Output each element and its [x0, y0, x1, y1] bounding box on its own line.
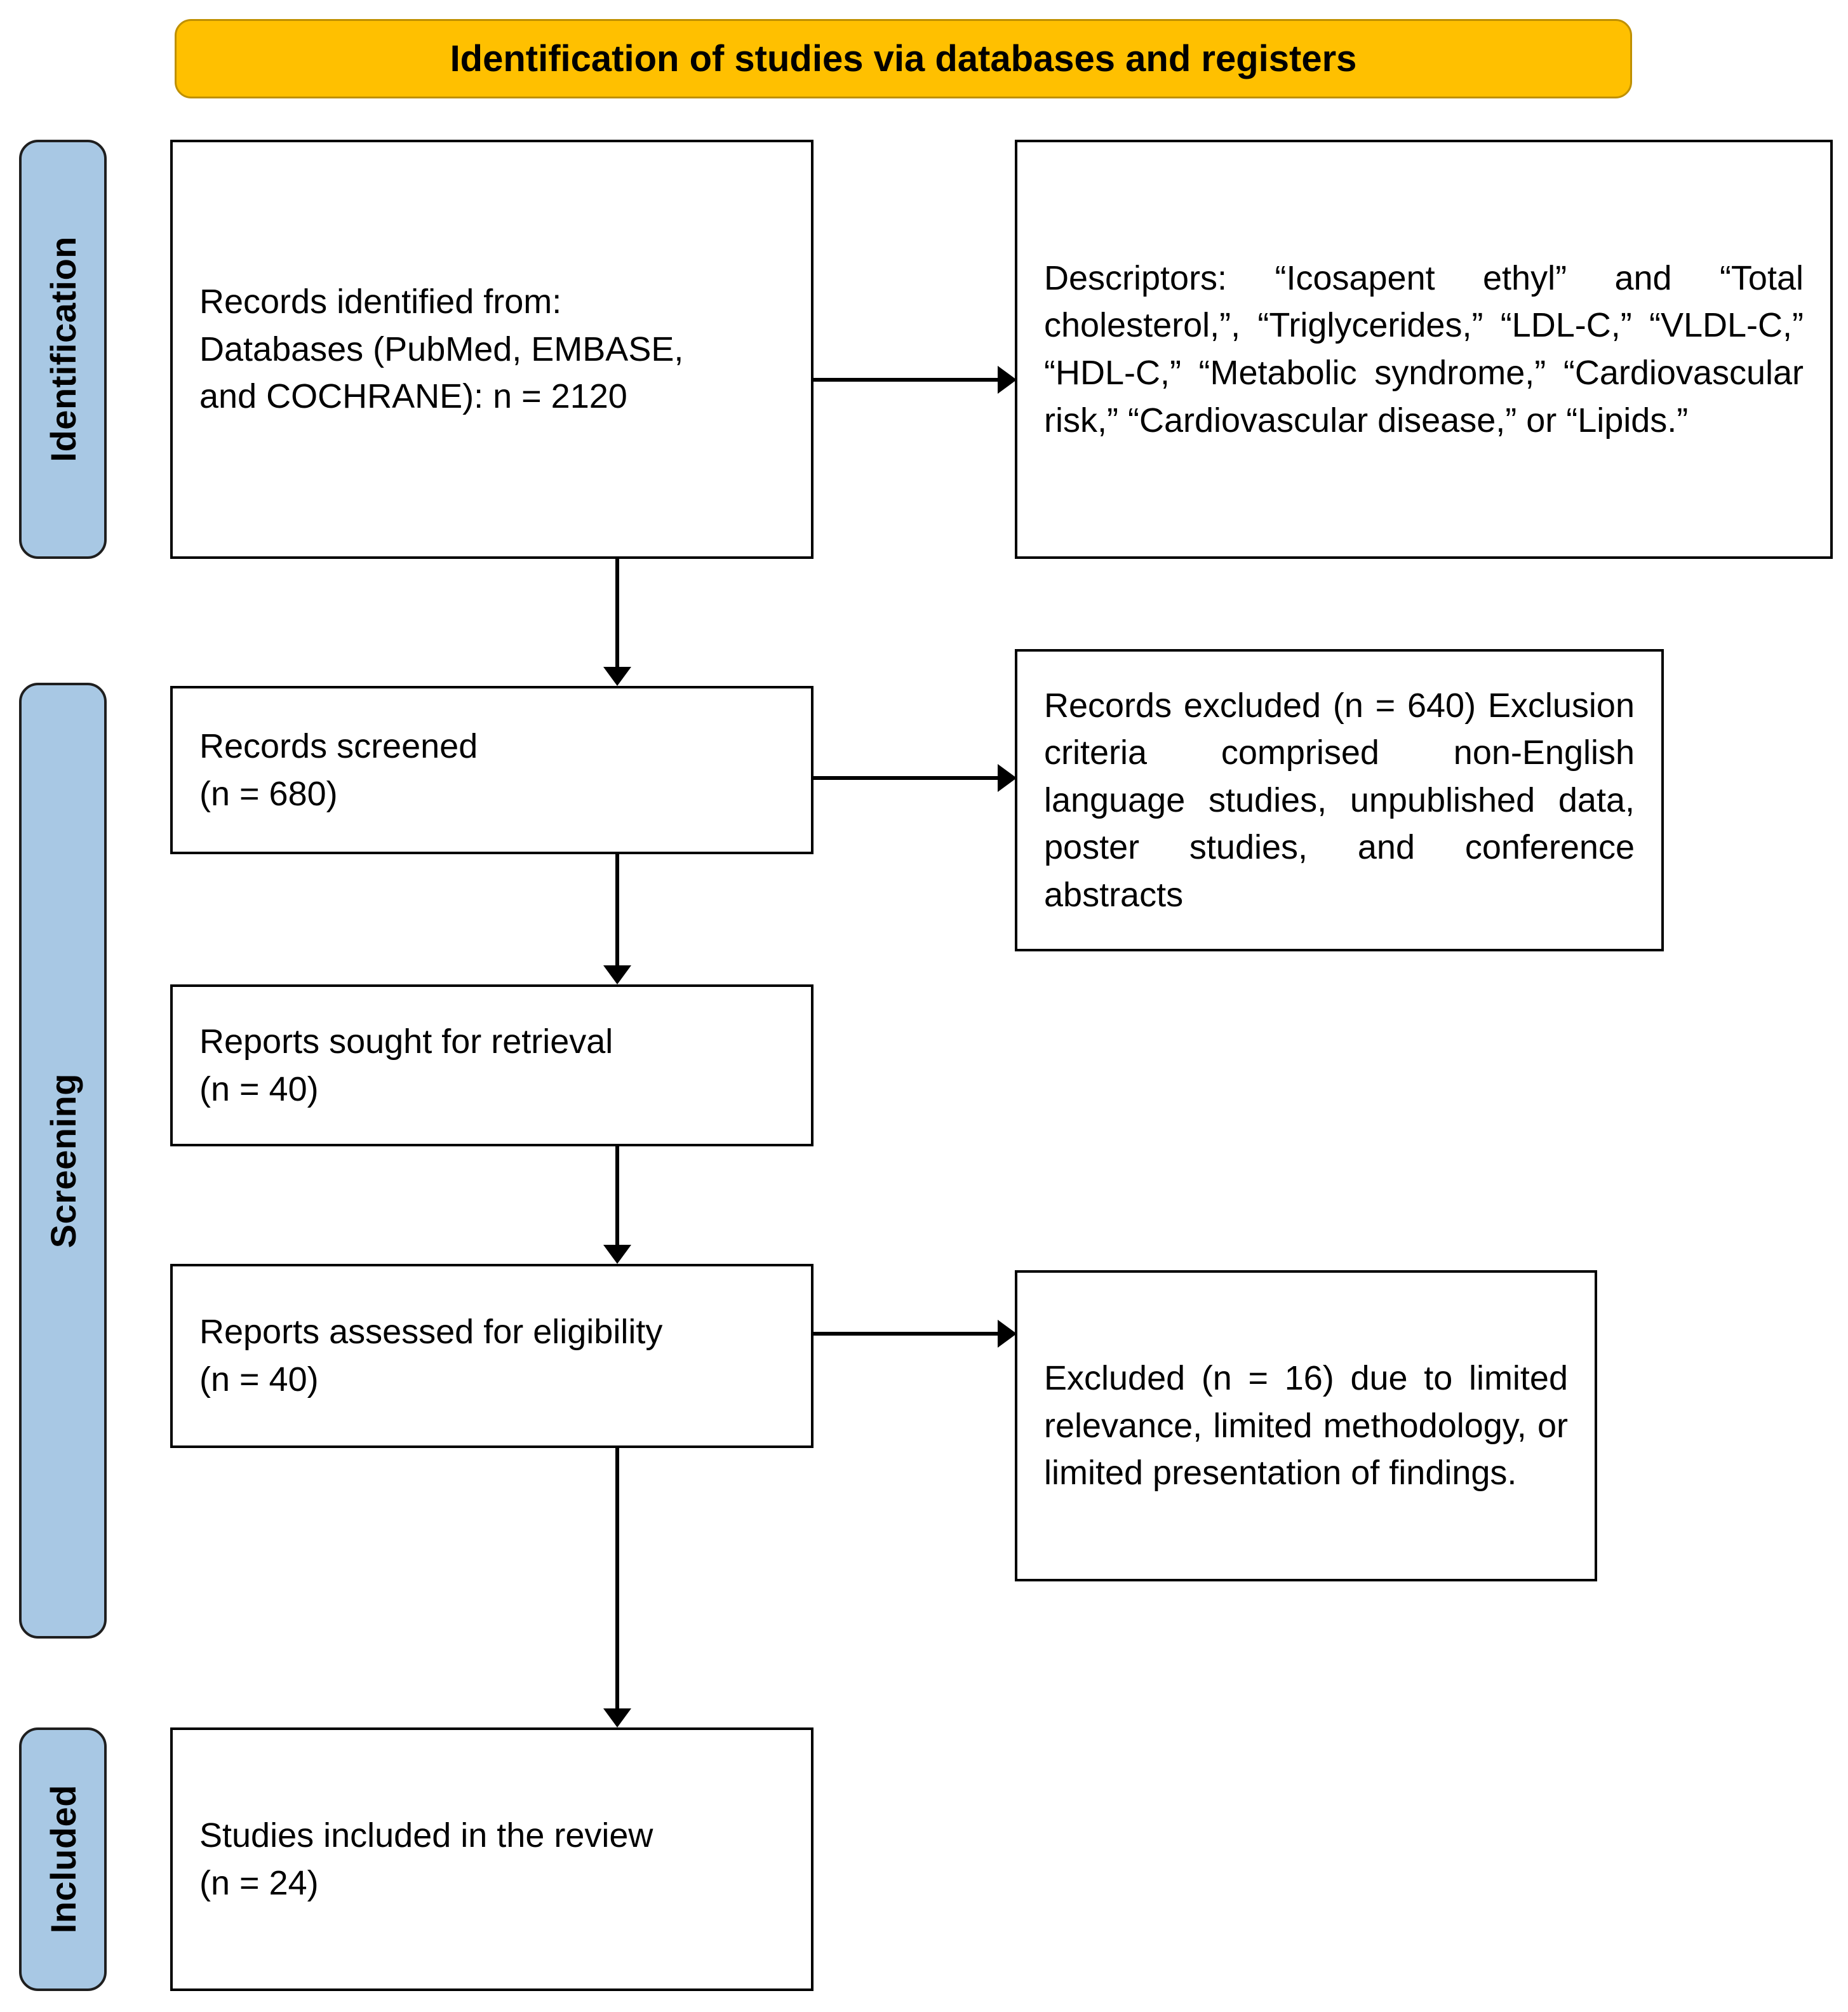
box-reports-excluded-text: Excluded (n = 16) due to limited relevan…: [1044, 1359, 1568, 1492]
box-records-identified: Records identified from: Databases (PubM…: [170, 140, 814, 559]
diagram-title-banner: Identification of studies via databases …: [175, 19, 1632, 98]
stage-band-screening: Screening: [19, 683, 107, 1639]
box-reports-excluded: Excluded (n = 16) due to limited relevan…: [1015, 1270, 1597, 1581]
stage-band-identification: Identification: [19, 140, 107, 559]
box-studies-included: Studies included in the review (n = 24): [170, 1727, 814, 1991]
box-reports-assessed: Reports assessed for eligibility (n = 40…: [170, 1264, 814, 1448]
box-descriptors: Descriptors: “Icosapent ethyl” and “Tota…: [1015, 140, 1833, 559]
stage-label-included: Included: [43, 1785, 83, 1934]
box-reports-sought: Reports sought for retrieval (n = 40): [170, 984, 814, 1146]
box-records-screened: Records screened (n = 680): [170, 686, 814, 854]
stage-label-identification: Identification: [43, 236, 83, 462]
diagram-title: Identification of studies via databases …: [450, 37, 1357, 79]
arrow-sought-to-assessed: [597, 1146, 638, 1264]
box-reports-sought-text: Reports sought for retrieval (n = 40): [199, 1022, 613, 1108]
arrow-identified-to-descriptors: [814, 359, 1017, 400]
box-studies-included-text: Studies included in the review (n = 24): [199, 1816, 653, 1902]
stage-label-screening: Screening: [43, 1073, 83, 1249]
box-records-excluded-text: Records excluded (n = 640) Exclusion cri…: [1044, 686, 1635, 914]
box-descriptors-text: Descriptors: “Icosapent ethyl” and “Tota…: [1044, 258, 1804, 439]
box-reports-assessed-text: Reports assessed for eligibility (n = 40…: [199, 1313, 663, 1398]
arrow-screened-to-excluded: [814, 758, 1017, 798]
arrow-identified-to-screened: [597, 559, 638, 686]
stage-band-included: Included: [19, 1727, 107, 1991]
arrow-assessed-to-excluded: [814, 1313, 1017, 1354]
arrow-screened-to-sought: [597, 854, 638, 984]
box-records-identified-text: Records identified from: Databases (PubM…: [199, 283, 684, 416]
box-records-screened-text: Records screened (n = 680): [199, 727, 478, 813]
arrow-assessed-to-included: [597, 1448, 638, 1727]
box-records-excluded: Records excluded (n = 640) Exclusion cri…: [1015, 649, 1664, 951]
